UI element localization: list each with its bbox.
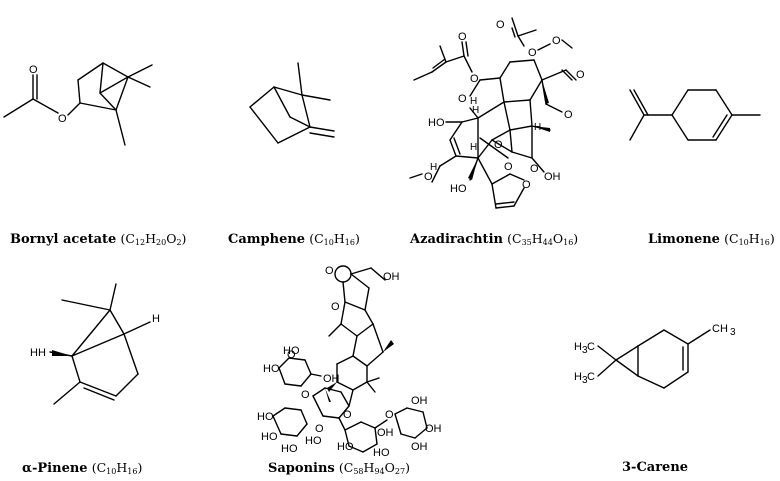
svg-text:HO: HO: [337, 441, 354, 453]
svg-text:OH: OH: [377, 427, 394, 439]
svg-text:O: O: [494, 139, 503, 151]
svg-text:O: O: [458, 31, 467, 43]
svg-text:HO: HO: [263, 363, 280, 375]
svg-text:H: H: [470, 142, 477, 153]
svg-text:O: O: [576, 69, 585, 81]
svg-text:HO: HO: [261, 431, 278, 443]
compound-formula: (C12H20O2): [120, 231, 187, 247]
svg-text:H: H: [38, 347, 46, 359]
compound-name: Saponins: [268, 461, 335, 476]
compound-formula: (C10H16): [309, 231, 360, 247]
svg-text:O: O: [504, 161, 513, 173]
svg-text:OH: OH: [383, 271, 400, 283]
svg-text:C: C: [587, 371, 595, 383]
svg-text:H: H: [574, 341, 582, 353]
3-carene-structure: H 3 C H 3 C CH 3: [574, 323, 736, 389]
svg-text:HO: HO: [257, 411, 274, 423]
caption-azadirachtin: Azadirachtin (C35H44O16): [410, 231, 578, 251]
svg-text:HO: HO: [305, 435, 322, 447]
svg-text:O: O: [530, 163, 539, 175]
svg-text:O: O: [528, 47, 537, 59]
svg-text:O: O: [385, 409, 394, 421]
svg-text:O: O: [58, 113, 67, 125]
compound-formula: (C10H16): [91, 460, 143, 476]
svg-text:CH: CH: [712, 323, 728, 335]
svg-text:HO: HO: [450, 183, 467, 195]
caption-3-carene: 3-Carene: [622, 460, 688, 476]
svg-text:HO: HO: [283, 345, 300, 357]
saponins-structure: O OH O O HO HO O O OH O HO H: [257, 265, 442, 459]
azadirachtin-structure: O O O O O O O O H O HO H O H H: [409, 17, 585, 209]
svg-text:O: O: [564, 109, 573, 121]
svg-text:OH: OH: [323, 373, 340, 385]
svg-text:OH: OH: [425, 423, 442, 435]
svg-text:H: H: [430, 162, 437, 173]
svg-text:H: H: [470, 96, 477, 107]
svg-text:O: O: [29, 64, 38, 76]
svg-text:HO: HO: [281, 443, 298, 455]
svg-text:H: H: [472, 105, 479, 116]
svg-text:O: O: [315, 423, 324, 435]
caption-camphene: Camphene (C10H16): [228, 231, 360, 251]
svg-text:OH: OH: [411, 395, 428, 407]
svg-text:O: O: [287, 349, 296, 361]
svg-text:OH: OH: [544, 171, 561, 183]
svg-text:O: O: [458, 93, 467, 105]
caption-bornyl-acetate: Bornyl acetate (C12H20O2): [10, 231, 186, 251]
caption-alpha-pinene: α-Pinene (C10H16): [22, 460, 142, 480]
compound-name: Azadirachtin: [410, 232, 503, 247]
svg-text:O: O: [522, 179, 531, 191]
svg-text:O: O: [325, 265, 334, 277]
svg-text:HO: HO: [428, 117, 445, 129]
compound-name: α-Pinene: [22, 461, 88, 476]
svg-text:3: 3: [582, 345, 588, 356]
svg-text:HO: HO: [373, 447, 390, 459]
svg-text:O: O: [470, 73, 479, 85]
svg-text:O: O: [343, 409, 352, 421]
compound-formula: (C58H94O27): [338, 460, 410, 476]
svg-text:H: H: [30, 347, 38, 359]
camphene-structure: [249, 62, 335, 144]
svg-text:3: 3: [582, 375, 588, 386]
alpha-pinene-structure: H H H: [30, 283, 160, 405]
svg-text:C: C: [587, 341, 595, 353]
bornyl-acetate-structure: O O: [3, 62, 153, 146]
limonene-structure: [629, 89, 761, 141]
svg-text:H: H: [152, 313, 160, 325]
compound-formula: (C35H44O16): [507, 231, 579, 247]
compound-name: Limonene: [648, 232, 720, 247]
svg-text:O: O: [424, 171, 433, 183]
svg-text:OH: OH: [411, 441, 428, 453]
compound-name: Bornyl acetate: [10, 232, 117, 247]
compound-name: 3-Carene: [622, 460, 689, 475]
svg-text:O: O: [552, 35, 561, 47]
compound-formula: (C10H16): [724, 231, 775, 247]
svg-text:O: O: [496, 19, 505, 31]
compound-name: Camphene: [228, 232, 306, 247]
svg-text:O: O: [331, 301, 340, 313]
caption-limonene: Limonene (C10H16): [648, 231, 775, 251]
svg-text:O: O: [301, 389, 310, 401]
svg-text:3: 3: [730, 327, 736, 338]
caption-saponins: Saponins (C58H94O27): [268, 460, 410, 480]
svg-text:H: H: [574, 371, 582, 383]
